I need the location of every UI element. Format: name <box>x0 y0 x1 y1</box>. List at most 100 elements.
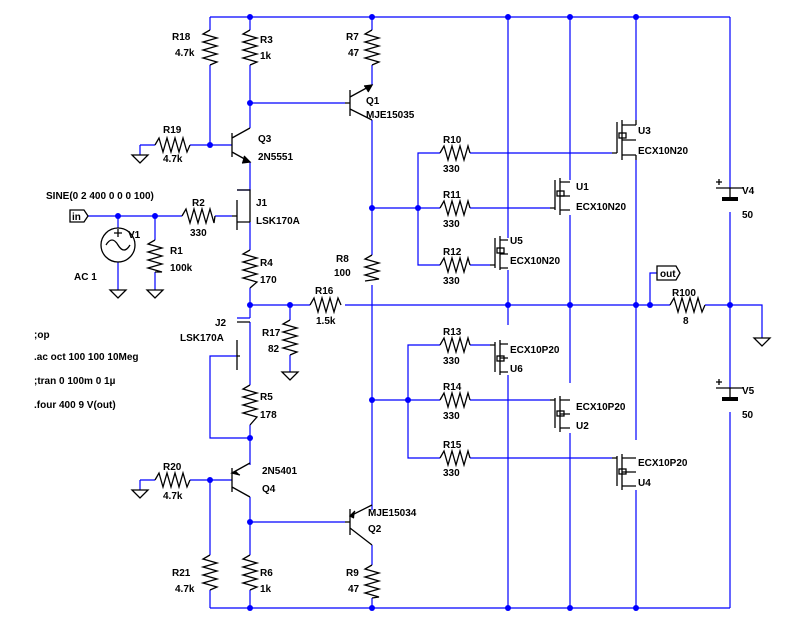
value: 330 <box>443 356 460 367</box>
ground-icon <box>145 289 165 299</box>
label: R10 <box>443 135 462 146</box>
label: R12 <box>443 247 462 258</box>
resistor-r20: R20 4.7k <box>154 462 191 502</box>
label: R4 <box>260 258 273 269</box>
resistor-r21: R21 4.7k <box>172 554 220 595</box>
value: 4.7k <box>175 584 195 595</box>
value: 330 <box>443 411 460 422</box>
value: 4.7k <box>163 154 183 165</box>
label: R6 <box>260 568 273 579</box>
value: 330 <box>443 276 460 287</box>
label: U4 <box>638 478 651 489</box>
value: 1.5k <box>316 316 336 327</box>
value: 82 <box>268 344 280 355</box>
mosfet-u3: U3 ECX10N20 <box>612 120 688 160</box>
label: R17 <box>262 328 281 339</box>
ground-icon <box>108 289 128 299</box>
resistor-r3: R3 1k <box>240 29 273 66</box>
supply-v5: V5 50 <box>716 379 755 421</box>
mosfet-u6: ECX10P20 U6 <box>490 340 560 375</box>
value: 330 <box>443 219 460 230</box>
resistor-r6: R6 1k <box>240 554 273 595</box>
label: R5 <box>260 392 273 403</box>
net-label-out: out <box>656 265 681 281</box>
voltage-source-v1: V1 AC 1 <box>74 227 141 283</box>
mosfet-u2: ECX10P20 U2 <box>550 396 626 432</box>
resistor-r2: R2 330 <box>181 198 216 239</box>
ac-value: AC 1 <box>74 272 97 283</box>
value: 1k <box>260 584 272 595</box>
label: Q4 <box>262 484 276 495</box>
model: ECX10N20 <box>638 146 688 157</box>
mosfet-u4: ECX10P20 U4 <box>612 454 688 490</box>
model: LSK170A <box>180 333 224 344</box>
value: 47 <box>348 584 360 595</box>
wires <box>88 16 763 609</box>
label: Q2 <box>368 524 382 535</box>
label: R11 <box>443 190 461 201</box>
value: 8 <box>683 316 689 327</box>
value: 47 <box>348 48 360 59</box>
model: ECX10P20 <box>638 458 688 469</box>
label: J2 <box>215 318 227 329</box>
label: R1 <box>170 246 183 257</box>
resistor-r15: R15 330 <box>439 440 471 479</box>
out-tag <box>656 265 681 281</box>
mosfet-u1: U1 ECX10N20 <box>550 178 626 215</box>
value: 50 <box>742 210 754 221</box>
label: R20 <box>163 462 182 473</box>
value: 100 <box>334 268 351 279</box>
label: R3 <box>260 35 273 46</box>
label: U5 <box>510 236 523 247</box>
model: ECX10P20 <box>510 345 560 356</box>
label: V4 <box>742 186 755 197</box>
jfet-j2: J2 LSK170A <box>180 318 250 370</box>
model: ECX10N20 <box>576 202 626 213</box>
ground-icon <box>130 154 150 164</box>
label: U3 <box>638 126 651 137</box>
ground-symbols <box>108 154 772 499</box>
label: R19 <box>163 125 182 136</box>
svg-text:in: in <box>72 212 81 223</box>
resistor-r1: R1 100k <box>145 239 193 274</box>
transistor-q3: Q3 2N5551 <box>231 127 293 164</box>
transistor-q1: Q1 MJE15035 <box>345 84 415 121</box>
model: 2N5401 <box>262 466 297 477</box>
value: 4.7k <box>163 491 183 502</box>
model: LSK170A <box>256 216 300 227</box>
label: R15 <box>443 440 462 451</box>
label: R100 <box>672 288 696 299</box>
directive-ac: .ac oct 100 100 10Meg <box>34 352 139 363</box>
resistor-r17: R17 82 <box>262 319 300 356</box>
label: J1 <box>256 198 268 209</box>
label: R8 <box>336 254 349 265</box>
ground-icon <box>280 371 300 381</box>
value: 4.7k <box>175 48 195 59</box>
resistor-r100: R100 8 <box>669 288 706 327</box>
resistor-r12: R12 330 <box>439 247 471 287</box>
resistor-r14: R14 330 <box>439 382 471 422</box>
spice-directives: ;op .ac oct 100 100 10Meg ;tran 0 100m 0… <box>34 330 139 411</box>
value: 178 <box>260 410 277 421</box>
label: U6 <box>510 364 523 375</box>
jfet-j1: J1 LSK170A <box>232 189 300 230</box>
directive-tran: ;tran 0 100m 0 1µ <box>34 376 116 387</box>
model: ECX10N20 <box>510 256 560 267</box>
resistor-r16: R16 1.5k <box>309 286 342 327</box>
label: Q1 <box>366 96 380 107</box>
value: 330 <box>190 228 207 239</box>
transistor-q4: 2N5401 Q4 <box>230 462 297 498</box>
transistor-q2: MJE15034 Q2 <box>345 504 417 546</box>
model: ECX10P20 <box>576 402 626 413</box>
label: U2 <box>576 421 589 432</box>
net-label-in: in <box>69 209 89 223</box>
label: V5 <box>742 386 755 397</box>
resistor-r11: R11 330 <box>439 190 471 230</box>
resistor-r19: R19 4.7k <box>154 125 191 165</box>
ground-icon <box>752 337 772 347</box>
model: MJE15034 <box>368 508 417 519</box>
label: V1 <box>128 230 141 241</box>
label: R13 <box>443 327 462 338</box>
label: R9 <box>346 568 359 579</box>
label: R21 <box>172 568 191 579</box>
